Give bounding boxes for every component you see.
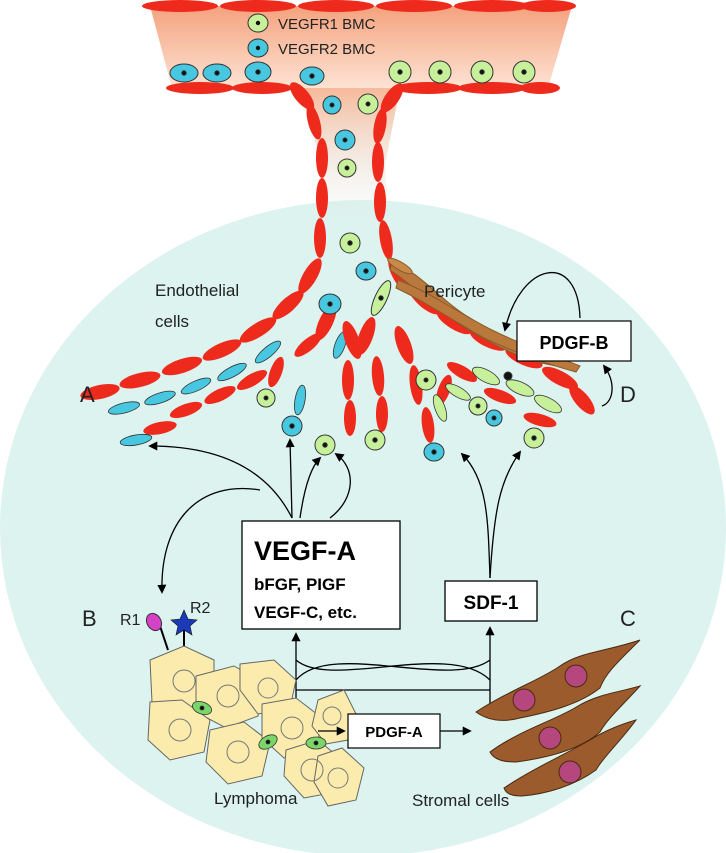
receptors: R1 R2 — [120, 600, 211, 651]
stromal-label: Stromal cells — [412, 791, 509, 810]
lymphoma-bmc — [191, 701, 327, 750]
left-vessel-branch — [80, 258, 337, 435]
sdf-label: SDF-1 — [464, 593, 519, 614]
label-b: B — [82, 606, 97, 631]
label-d: D — [620, 382, 636, 407]
lymphoma-nuclei — [168, 669, 349, 789]
vegf-arrows — [148, 438, 351, 594]
sdf-box — [444, 580, 538, 622]
vessel-wall-top — [142, 0, 576, 12]
endothelial-label-line2: cells — [155, 312, 189, 331]
vegf-line2: bFGF, PIGF — [254, 575, 346, 594]
pericyte-label: Pericyte — [424, 282, 485, 301]
r2-receptor-icon — [170, 609, 198, 636]
vegf-line3: VEGF-C, etc. — [254, 603, 357, 622]
left-branch-vegfr2-cells — [108, 331, 348, 447]
vegfr2-legend-label: VEGFR2 BMC — [278, 41, 376, 58]
right-branch-vegfr1-cells — [432, 366, 562, 422]
vegf-box — [241, 520, 401, 630]
pdgfa-label: PDGF-A — [365, 724, 423, 741]
sdf-arrows — [460, 450, 522, 579]
vegf-title: VEGF-A — [254, 536, 356, 566]
pdgfb-to-d-arrow — [601, 364, 613, 407]
stalk-right-wall — [372, 83, 404, 260]
r1-label: R1 — [120, 612, 141, 629]
stromal-nuclei — [512, 664, 588, 784]
pdgfb-loop-arrow — [502, 271, 581, 332]
vessel-wall-bottom — [166, 82, 560, 94]
vegfr1-legend-label: VEGFR1 BMC — [278, 16, 376, 33]
lymphoma-label: Lymphoma — [214, 789, 298, 808]
pdgfb-label: PDGF-B — [540, 333, 609, 353]
r2-label: R2 — [190, 600, 211, 617]
stalk-left-wall — [289, 82, 328, 258]
label-a: A — [80, 382, 95, 407]
pdgfb-box — [516, 320, 632, 362]
label-c: C — [620, 606, 636, 631]
lymphoma-cells — [147, 645, 365, 807]
cross-arrows — [291, 626, 495, 704]
r1-receptor-icon — [145, 612, 163, 632]
recruited-bmc-cells — [256, 232, 545, 462]
legend: VEGFR1 BMC VEGFR2 BMC — [247, 13, 376, 58]
circulating-cells — [169, 60, 536, 178]
endothelial-label: Endothelial — [155, 281, 239, 300]
